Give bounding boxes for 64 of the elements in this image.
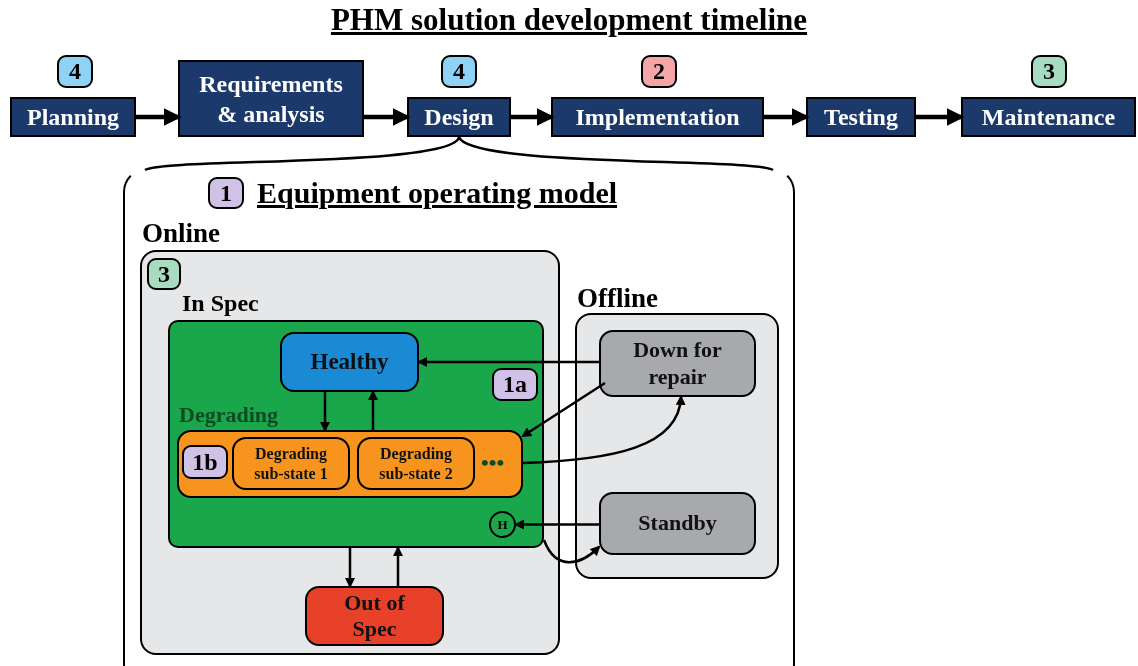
arrow bbox=[368, 390, 378, 430]
arrow bbox=[417, 357, 599, 367]
number-badge bbox=[441, 55, 477, 88]
number-badge bbox=[492, 368, 538, 401]
box-label: 4 bbox=[69, 58, 81, 85]
box-label: Out of Spec bbox=[343, 589, 406, 643]
arrow bbox=[345, 548, 355, 588]
box-label: Requirements & analysis bbox=[198, 69, 344, 129]
box-label: Implementation bbox=[575, 103, 740, 132]
process-box bbox=[551, 97, 764, 137]
box-label: 1b bbox=[192, 448, 218, 476]
state-box bbox=[599, 492, 756, 555]
number-badge bbox=[57, 55, 93, 88]
number-badge bbox=[641, 55, 677, 88]
process-box bbox=[961, 97, 1136, 137]
arrow bbox=[364, 108, 411, 126]
box-label: Degrading sub-state 1 bbox=[253, 444, 329, 483]
ellipsis: ••• bbox=[481, 450, 505, 476]
box-label: Design bbox=[424, 103, 494, 132]
number-badge bbox=[1031, 55, 1067, 88]
arrow bbox=[136, 108, 182, 126]
region-heading: Equipment operating model bbox=[257, 176, 618, 210]
process-box bbox=[407, 97, 511, 137]
process-box bbox=[10, 97, 136, 137]
region-heading: In Spec bbox=[182, 290, 259, 317]
region-heading: Online bbox=[142, 218, 221, 249]
box-label: Maintenance bbox=[981, 103, 1116, 132]
state-box bbox=[232, 437, 350, 490]
state-box bbox=[280, 332, 419, 392]
box-label: 4 bbox=[453, 58, 465, 85]
arrow bbox=[511, 108, 555, 126]
arrow bbox=[542, 539, 601, 564]
box-label: H bbox=[497, 516, 508, 533]
box-label: Planning bbox=[26, 103, 119, 132]
box-label: 1a bbox=[503, 371, 527, 398]
number-badge bbox=[147, 258, 181, 290]
diagram-title: PHM solution development timeline bbox=[329, 2, 809, 38]
box-label: 3 bbox=[1043, 58, 1055, 85]
state-box bbox=[599, 330, 756, 397]
box-label: Healthy bbox=[310, 348, 389, 376]
process-box bbox=[178, 60, 364, 137]
arrow bbox=[522, 395, 685, 465]
box-label: Standby bbox=[638, 510, 717, 537]
box-label: 3 bbox=[158, 260, 170, 288]
arrow bbox=[514, 519, 599, 530]
arrow bbox=[393, 546, 403, 586]
box-label: Down for repair bbox=[632, 337, 723, 390]
arrow bbox=[916, 108, 965, 126]
process-box bbox=[806, 97, 916, 137]
region-heading: Degrading bbox=[179, 402, 278, 428]
box-label: Degrading sub-state 2 bbox=[378, 444, 454, 483]
arrow bbox=[521, 381, 606, 438]
region-heading: Offline bbox=[577, 283, 658, 314]
state-box bbox=[357, 437, 475, 490]
state-box bbox=[305, 586, 444, 646]
arrow bbox=[764, 108, 810, 126]
box-label: Testing bbox=[824, 103, 898, 132]
number-badge bbox=[208, 177, 244, 209]
bracket-line bbox=[143, 135, 775, 172]
arrow bbox=[320, 392, 330, 432]
history-circle bbox=[489, 511, 516, 538]
box-label: 1 bbox=[220, 179, 232, 207]
box-label: 2 bbox=[653, 58, 665, 85]
number-badge bbox=[182, 445, 228, 479]
